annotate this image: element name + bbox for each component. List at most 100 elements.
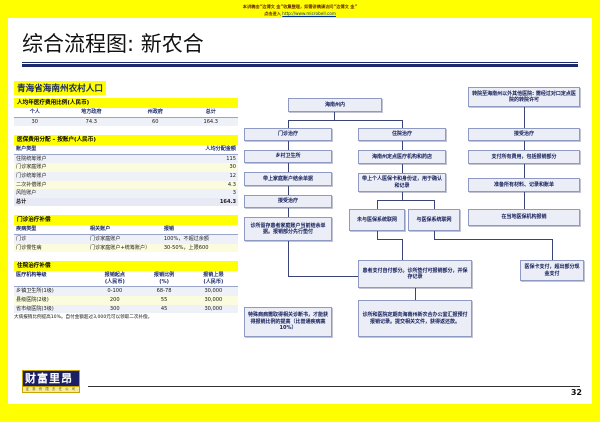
t4-r0-c3: 30,000 xyxy=(204,288,223,295)
flow-node-designated-facility-label: 海南州定点医疗机构和药店 xyxy=(371,153,432,160)
t4-r2-c0: 省市级医院(3级) xyxy=(16,305,54,312)
left-data-panel: 青海省海南州农村人口 人均年医疗费用比例(人民币) 个人 地方政府 州政府 总计… xyxy=(14,76,238,321)
t4-r0-c2: 68-78 xyxy=(156,288,172,295)
connector xyxy=(402,192,403,200)
flow-node-outpatient-label: 门诊治疗 xyxy=(277,131,298,138)
table-header-row: 疾病类型 相关账户 报销 xyxy=(14,225,238,235)
table-header-row: 医疗机构等级 报销起点 (人民币) 报销比例 (%) 报销上限 (人民币) xyxy=(14,271,238,288)
t3-r1-c2: 30-50%，上限600 xyxy=(163,244,209,251)
table-row: 二次补偿账户 4.3 xyxy=(14,180,238,190)
title-rule-thick xyxy=(22,64,578,67)
t4-r2-c3: 30,000 xyxy=(204,305,223,312)
flow-node-special-disease-label: 特殊病病需取得相关诊断书，才能获得报销比例的提高（比普通疾病高10%） xyxy=(247,312,328,332)
flow-node-special-disease: 特殊病病需取得相关诊断书，才能获得报销比例的提高（比普通疾病高10%） xyxy=(244,307,332,337)
t4-r2-c2: 45 xyxy=(160,305,168,312)
flow-node-bring-card-label: 带上个人医保卡和身份证，用于确认和记录 xyxy=(361,176,442,189)
table-row: 门诊家庭账户 30 xyxy=(14,163,238,172)
table-inpatient-reimburse: 医疗机构等级 报销起点 (人民币) 报销比例 (%) 报销上限 (人民币) 乡镇… xyxy=(14,271,238,314)
top-note-url[interactable]: http://www.microbell.com xyxy=(282,11,336,16)
table-total-row: 总计 164.3 xyxy=(14,197,238,207)
company-logo-main: 财富里昂 xyxy=(22,370,80,387)
t2-r2-c0: 门诊统筹账户 xyxy=(16,172,47,179)
title-rule-thin xyxy=(22,62,578,63)
table-row: 县级医院(2级) 200 55 30,000 xyxy=(14,295,238,305)
table4-footnote: 大病报销比例提高10%。自付金额超过3,000元可以领取二次补偿。 xyxy=(14,314,153,320)
flow-node-clinic-keep-record: 诊所留存患者家庭账户当前结余单据。报销部分先行垫付 xyxy=(244,217,332,241)
flow-node-transfer-out-label: 转院至海南州以外其他医院: 需经过对口定点医院的转院许可 xyxy=(472,90,576,103)
t3-r1-c1: 门诊家庭账户+统筹账户） xyxy=(89,244,151,251)
connector xyxy=(288,186,289,195)
footer-divider xyxy=(88,386,580,387)
table-row: 门诊统筹账户 12 xyxy=(14,171,238,181)
flow-node-inpatient-label: 住院治疗 xyxy=(391,131,412,138)
connector xyxy=(415,288,416,300)
connector xyxy=(377,239,402,240)
flow-node-root-label: 海南州内 xyxy=(324,101,345,108)
flow-node-outpatient: 门诊治疗 xyxy=(244,128,332,141)
flow-node-prepare-docs: 准备所有材料、记录和账单 xyxy=(468,178,580,192)
flow-node-bring-card: 带上个人医保卡和身份证，用于确认和记录 xyxy=(358,173,446,192)
table-outpatient-reimburse: 疾病类型 相关账户 报销 门诊 门诊家庭账户 100%，不超过余额 门诊慢性病 … xyxy=(14,225,238,253)
company-logo: 财富里昂 证 券 有 限 责 任 公 司 xyxy=(22,370,80,396)
flow-node-bring-book: 带上家庭账户结余单据 xyxy=(244,172,332,186)
table-per-capita-cost: 个人 地方政府 州政府 总计 30 74.3 60 164.3 xyxy=(14,108,238,127)
flow-node-receive-treatment-right: 接受治疗 xyxy=(468,128,580,141)
connector xyxy=(288,241,289,276)
t2-r5-c0: 总计 xyxy=(14,197,126,207)
connector xyxy=(434,200,435,209)
connector xyxy=(377,231,378,239)
t1-col-3: 总计 xyxy=(183,108,238,118)
connector xyxy=(524,141,525,150)
flow-node-village-clinic: 乡村卫生所 xyxy=(244,150,332,163)
t1-col-0: 个人 xyxy=(14,108,56,118)
flow-node-linked: 与医保系统联网 xyxy=(408,209,460,231)
t2-r0-c0: 住院统筹账户 xyxy=(16,155,47,162)
connector xyxy=(334,112,335,120)
t2-col-0: 账户类型 xyxy=(14,145,126,155)
t4-r1-c3: 30,000 xyxy=(204,296,223,303)
t2-r1-c0: 门诊家庭账户 xyxy=(16,164,47,171)
flow-node-not-linked-label: 未与医保系统联网 xyxy=(356,216,397,223)
t3-col-1: 相关账户 xyxy=(87,225,162,235)
table-account-allocation: 账户类型 人均分配金额 住院统筹账户 115 门诊家庭账户 30 门诊统筹账户 … xyxy=(14,145,238,207)
flow-node-local-claim: 在当地医保机构报销 xyxy=(468,209,580,226)
t2-r4-c0: 风险账户 xyxy=(16,190,37,197)
connector xyxy=(288,208,289,217)
connector xyxy=(402,120,403,128)
connector xyxy=(524,192,525,209)
table1-section-title: 人均年医疗费用比例(人民币) xyxy=(14,98,238,108)
connector xyxy=(288,276,358,277)
flow-node-patient-pay: 患者支付自付部分。诊所垫付可报销部分，并保存记录 xyxy=(358,260,472,288)
connector xyxy=(524,107,525,128)
connector xyxy=(377,200,378,209)
table-row: 门诊 门诊家庭账户 100%，不超过余额 xyxy=(14,234,238,244)
flow-node-receive-treatment-left: 接受治疗 xyxy=(244,195,332,208)
top-note-enter-label: 点击进入 xyxy=(264,11,281,16)
table-row: 住院统筹账户 115 xyxy=(14,154,238,164)
t4-col-1: 报销起点 (人民币) xyxy=(90,271,140,288)
t3-col-2: 报销 xyxy=(161,225,238,235)
page-number: 32 xyxy=(570,388,582,397)
connector xyxy=(402,141,403,150)
t1-val-3: 164.3 xyxy=(203,118,219,125)
table4-section-title: 住院治疗补偿 xyxy=(14,261,238,272)
connector xyxy=(402,164,403,173)
connector xyxy=(377,200,434,201)
table-row: 省市级医院(3级) 300 45 30,000 xyxy=(14,304,238,314)
table2-section-title: 医保费用分配 – 按账户(人民币) xyxy=(14,135,238,146)
table-row: 门诊慢性病 门诊家庭账户+统筹账户） 30-50%，上限600 xyxy=(14,243,238,253)
top-banner-note: 本讲稿由“边博文 金”收集整理，如需讲稿请访问“边博文 金” 点击进入 http… xyxy=(0,0,600,18)
t2-r0-c1: 115 xyxy=(226,155,236,162)
connector xyxy=(402,239,403,260)
t3-r0-c1: 门诊家庭账户 xyxy=(89,235,121,242)
t3-r0-c0: 门诊 xyxy=(16,235,27,242)
connector xyxy=(552,239,553,260)
flow-node-report-office-label: 诊所和医院定期向海南州新农合办公室汇报预付报销记录。提交相关文件，获得返还款。 xyxy=(362,312,468,325)
flow-node-report-office: 诊所和医院定期向海南州新农合办公室汇报预付报销记录。提交相关文件，获得返还款。 xyxy=(358,300,472,337)
flowchart: 海南州内 门诊治疗 乡村卫生所 带上家庭账户结余单据 接受治疗 诊所留存患者家庭… xyxy=(244,74,592,404)
t1-val-0: 30 xyxy=(31,118,39,125)
t2-r3-c1: 4.3 xyxy=(227,181,236,188)
t2-r4-c1: 3 xyxy=(232,190,236,197)
company-logo-sub: 证 券 有 限 责 任 公 司 xyxy=(22,387,80,393)
top-note-line2: 点击进入 http://www.microbell.com xyxy=(0,10,600,17)
